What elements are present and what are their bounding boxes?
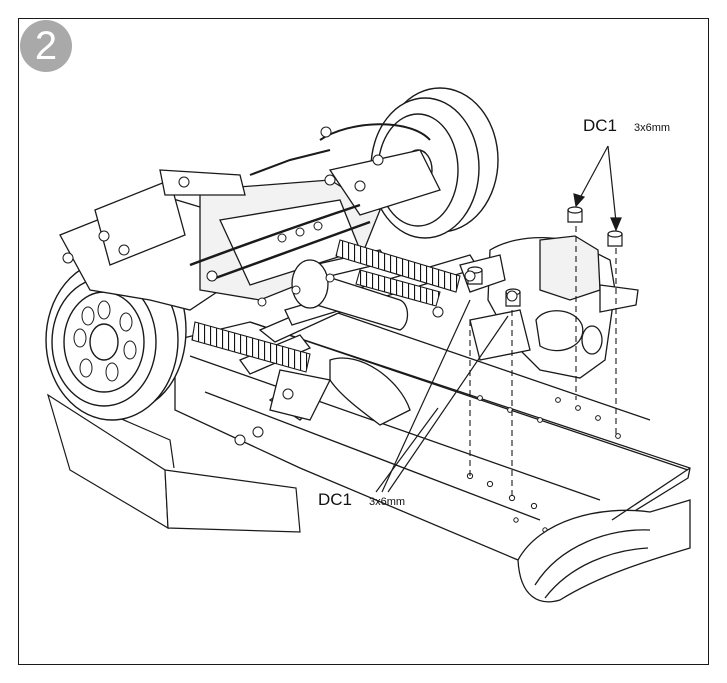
callout-leader-bottom — [375, 299, 509, 493]
rear-gearbox — [459, 235, 639, 379]
step-number-badge: 2 — [20, 20, 72, 72]
callout-bottom-size: 3x6mm — [369, 496, 405, 508]
bolt-heads — [62, 126, 518, 446]
rear-bumper — [517, 467, 691, 603]
callout-top-part: DC1 — [583, 116, 617, 135]
alignment-dashes — [469, 226, 617, 498]
drive-belts — [191, 239, 461, 373]
shock-cylinders — [268, 259, 411, 426]
callout-leader-top — [573, 145, 622, 232]
front-axle-gearbox — [59, 123, 441, 311]
front-skid-plate — [46, 393, 301, 533]
dc1-screws-top — [567, 206, 623, 247]
callout-top-size: 3x6mm — [634, 122, 670, 134]
callout-bottom-part: DC1 — [318, 490, 352, 509]
